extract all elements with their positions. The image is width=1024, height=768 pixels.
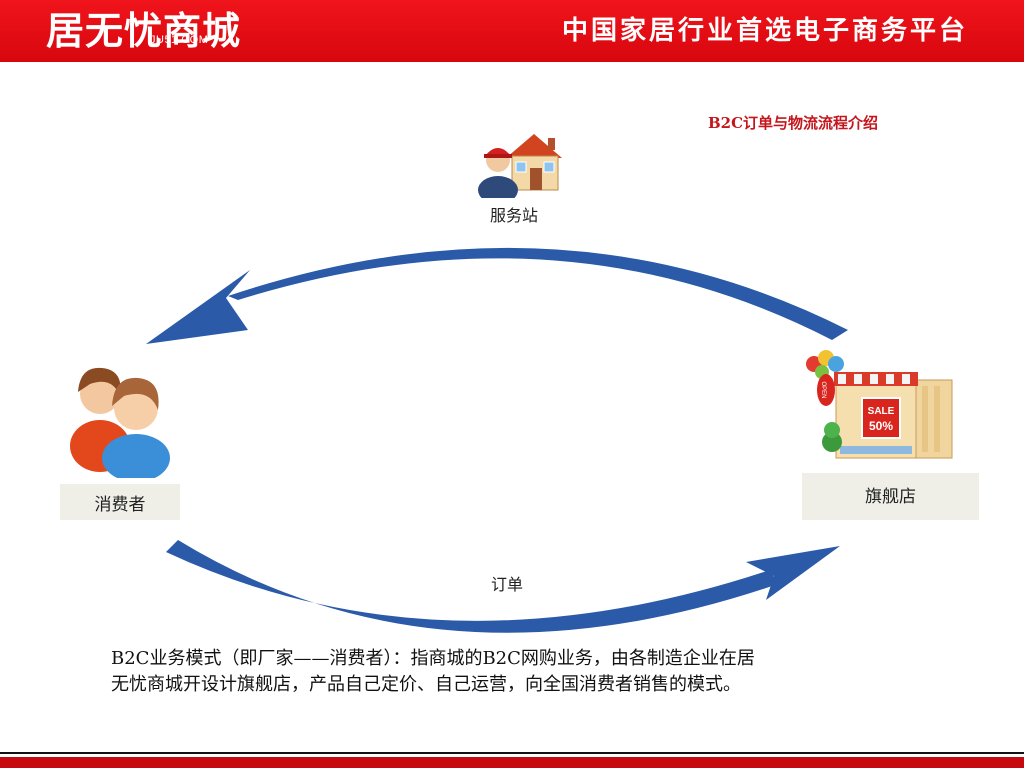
header-slogan: 中国家居行业首选电子商务平台 [561,16,968,46]
flagship-store-label-box: 旗舰店 [802,473,979,520]
footer-divider [0,752,1024,754]
flagship-store-label: 旗舰店 [865,487,916,507]
store-sale-text: SALE [868,406,895,417]
consumer-label-box: 消费者 [60,484,180,520]
logo-text: 居无忧商城 [46,9,242,53]
order-label: 订单 [491,575,524,594]
flagship-store-icon: SALE 50% OPEN [806,350,953,459]
description-line-2: 无忧商城开设计旗舰店，产品自己定价、自己运营，向全国消费者销售的模式。 [111,674,741,695]
footer-bar [0,757,1024,768]
description-line-1: B2C业务模式（即厂家——消费者）：指商城的B2C网购业务，由各制造企业在居 [111,648,755,669]
top-arc-arrow [228,247,848,340]
service-station-icon [478,134,562,198]
top-arrow-head [146,270,250,344]
service-station-label: 服务站 [490,206,539,225]
store-discount-text: 50% [869,419,893,433]
description: B2C业务模式（即厂家——消费者）：指商城的B2C网购业务，由各制造企业在居 无… [111,646,931,698]
store-open-text: OPEN [820,381,826,398]
logo-domain: JU51.COM [150,34,209,46]
header-bar: 居无忧商城 JU51.COM 中国家居行业首选电子商务平台 [0,0,1024,62]
slide-title: B2C订单与物流流程介绍 [708,114,879,132]
consumer-icon [70,367,170,478]
consumer-label: 消费者 [94,494,146,515]
logo[interactable]: 居无忧商城 [46,6,241,56]
bottom-arc-arrow [166,540,778,633]
bottom-arrow-head [746,546,840,600]
